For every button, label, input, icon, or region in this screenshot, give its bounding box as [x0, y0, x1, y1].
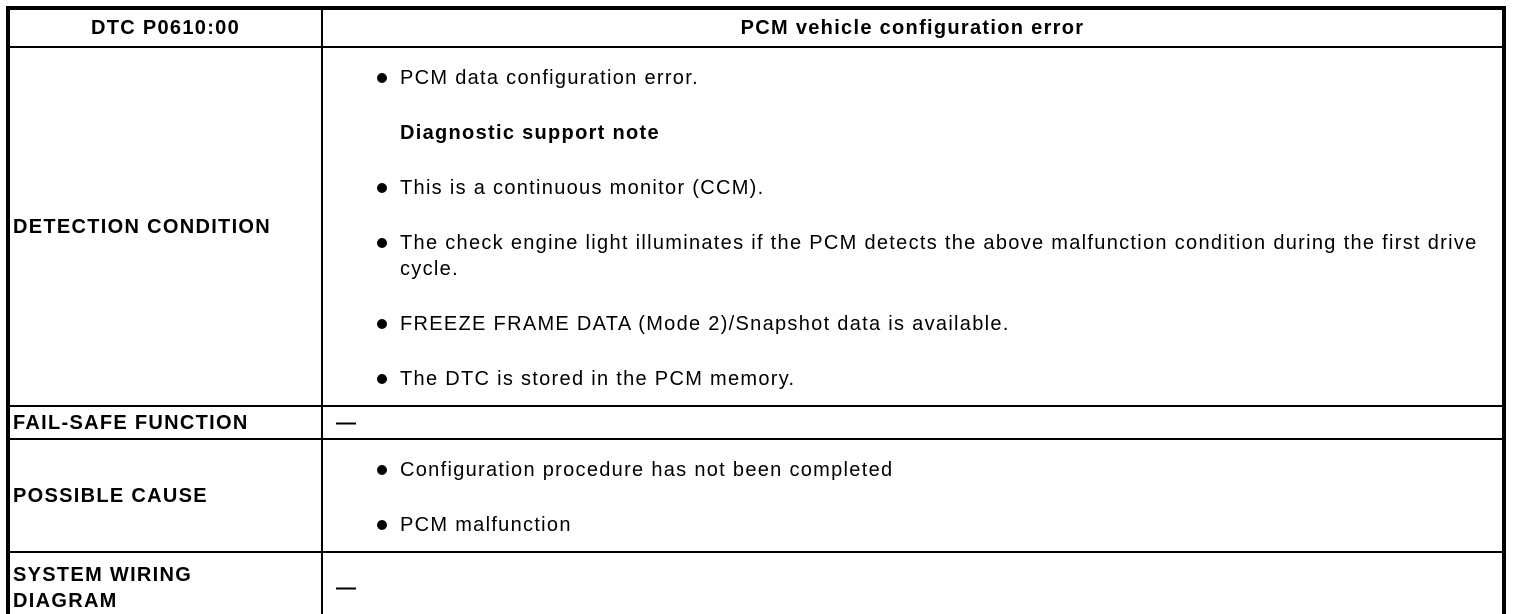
system-wiring-diagram-row: SYSTEM WIRING DIAGRAM —: [7, 551, 1505, 614]
list-item: The DTC is stored in the PCM memory.: [377, 366, 1487, 392]
detection-condition-content: PCM data configuration error. Diagnostic…: [321, 46, 1505, 407]
list-item: PCM data configuration error.: [377, 65, 1487, 91]
system-wiring-diagram-value: —: [321, 551, 1505, 614]
bullet-icon: [377, 465, 387, 475]
fail-safe-function-label: FAIL-SAFE FUNCTION: [7, 405, 323, 440]
detection-condition-label: DETECTION CONDITION: [7, 46, 323, 407]
diagnostic-support-note-heading: Diagnostic support note: [400, 122, 660, 144]
possible-cause-list: Configuration procedure has not been com…: [324, 441, 1501, 550]
dtc-info-table: DTC P0610:00 PCM vehicle configuration e…: [6, 6, 1506, 614]
possible-cause-row: POSSIBLE CAUSE Configuration procedure h…: [7, 438, 1505, 553]
list-item: PCM malfunction: [377, 512, 1487, 538]
bullet-icon: [377, 73, 387, 83]
list-item-text: This is a continuous monitor (CCM).: [400, 177, 765, 199]
list-item: The check engine light illuminates if th…: [377, 230, 1487, 282]
list-item-text: The DTC is stored in the PCM memory.: [400, 368, 796, 390]
list-item-text: PCM data configuration error.: [400, 67, 699, 89]
fail-safe-function-row: FAIL-SAFE FUNCTION —: [7, 405, 1505, 440]
possible-cause-content: Configuration procedure has not been com…: [321, 438, 1505, 553]
list-item: Configuration procedure has not been com…: [377, 457, 1487, 483]
system-wiring-diagram-label: SYSTEM WIRING DIAGRAM: [7, 551, 323, 614]
list-item: FREEZE FRAME DATA (Mode 2)/Snapshot data…: [377, 311, 1487, 337]
dtc-code-header: DTC P0610:00: [7, 7, 323, 48]
list-item-text: The check engine light illuminates if th…: [400, 232, 1478, 280]
header-row: DTC P0610:00 PCM vehicle configuration e…: [7, 7, 1505, 48]
list-item-text: Configuration procedure has not been com…: [400, 459, 894, 481]
list-item: This is a continuous monitor (CCM).: [377, 175, 1487, 201]
fail-safe-function-value: —: [321, 405, 1505, 440]
list-item-text: FREEZE FRAME DATA (Mode 2)/Snapshot data…: [400, 313, 1010, 335]
detection-condition-list: PCM data configuration error. Diagnostic…: [324, 49, 1501, 404]
list-item: Diagnostic support note: [377, 120, 1487, 146]
bullet-icon: [377, 520, 387, 530]
dtc-title-header: PCM vehicle configuration error: [321, 7, 1505, 48]
bullet-icon: [377, 183, 387, 193]
detection-condition-row: DETECTION CONDITION PCM data configurati…: [7, 46, 1505, 407]
list-item-text: PCM malfunction: [400, 514, 572, 536]
bullet-icon: [377, 374, 387, 384]
bullet-icon: [377, 319, 387, 329]
possible-cause-label: POSSIBLE CAUSE: [7, 438, 323, 553]
bullet-icon: [377, 238, 387, 248]
